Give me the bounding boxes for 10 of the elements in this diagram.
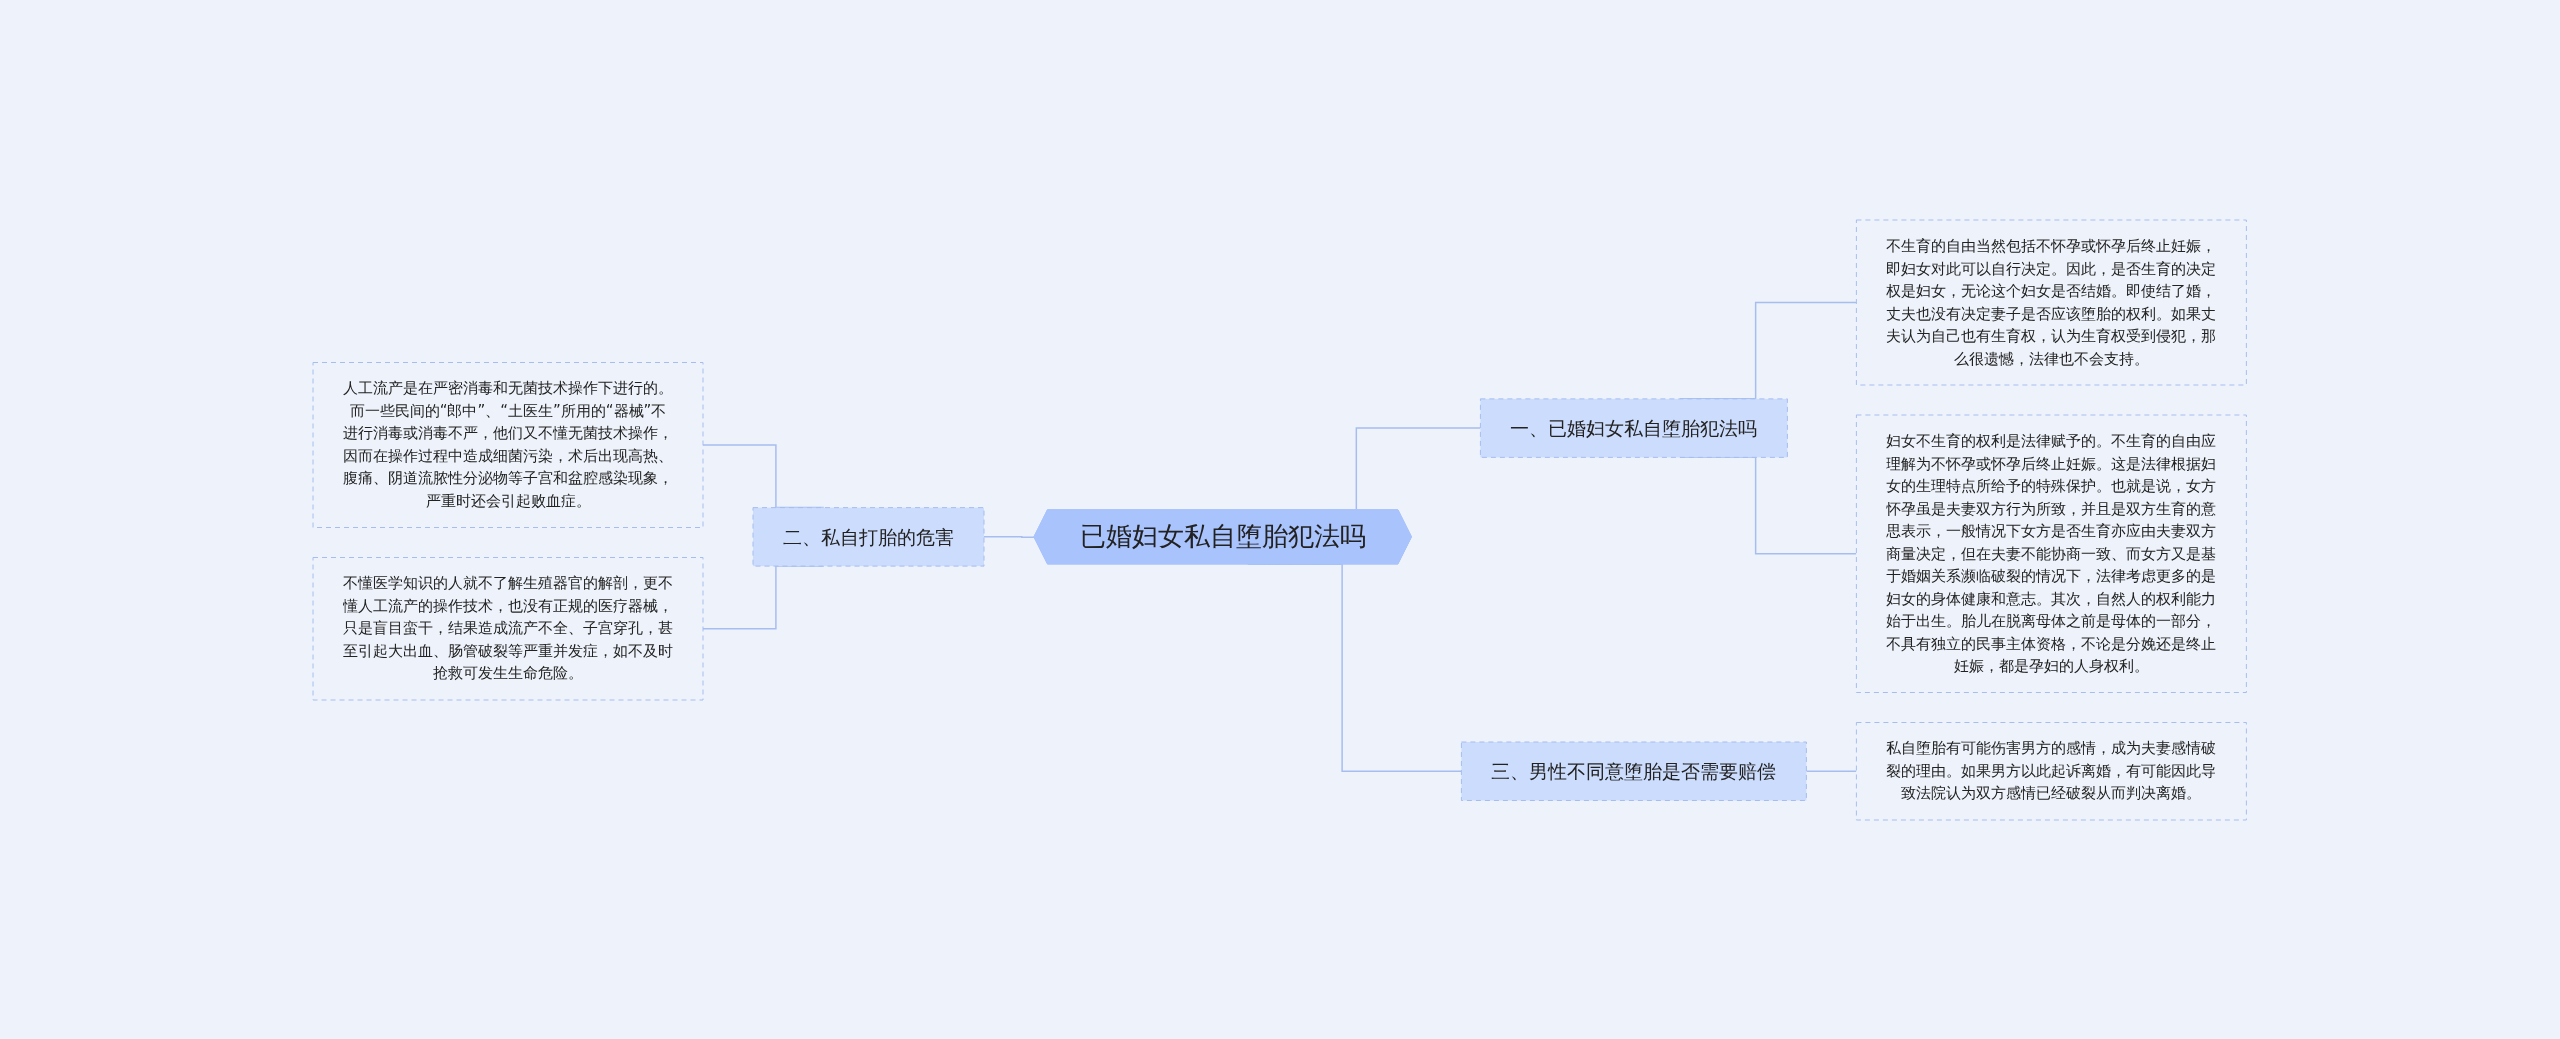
node-box: 不生育的自由当然包括不怀孕或怀孕后终止妊娠，即妇女对此可以自行决定。因此，是否生育的决定权是妇女，无论这个妇女是否结婚。即使结了婚，丈夫也没有决定妻子是否应该堕胎的权利。如果丈夫认为自己也有生育权，认为生育权受到侵犯，那么很遗憾，法律也不会支持。 [1856,219,2248,385]
connector [983,535,1036,538]
node-box: 二、私自打胎的危害 [752,506,985,567]
connector [1805,770,1858,772]
node-box: 人工流产是在严密消毒和无菌技术操作下进行的。而一些民间的“郎中”、“土医生”所用的“器械”不进行消毒或消毒不严，他们又不懂无菌技术操作，因而在操作过程中造成细菌污染，术后出现高热、腹痛、阴道流脓性分泌物等子宫和盆腔感染现象，严重时还会引起败血症。 [312,361,704,528]
node-box: 三、男性不同意堕胎是否需要赔偿 [1461,741,1808,801]
node-box: 私自堕胎有可能伤害男方的感情，成为夫妻感情破裂的理由。如果男方以此起诉离婚，有可能因此导致法院认为双方感情已经破裂从而判决离婚。 [1856,721,2248,820]
node-box: 一、已婚妇女私自堕胎犯法吗 [1480,397,1789,458]
node-box: 不懂医学知识的人就不了解生殖器官的解剖，更不懂人工流产的操作技术，也没有正规的医疗器械，只是盲目蛮干，结果造成流产不全、子宫穿孔，甚至引起大出血、肠管破裂等严重并发症，如不及时抢救可发生生命危险。 [312,556,704,700]
node-box: 妇女不生育的权利是法律赋予的。不生育的自由应理解为不怀孕或怀孕后终止妊娠。这是法律根据妇女的生理特点所给予的特殊保护。也就是说，女方怀孕虽是夫妻双方行为所致，并且是双方生育的意思表示，一般情况下女方是否生育亦应由夫妻双方商量决定，但在夫妻不能协商一致、而女方又是基于婚姻关系濒临破裂的情况下，法律考虑更多的是妇女的身体健康和意志。其次，自然人的权利能力始于出生。胎儿在脱离母体之前是母体的一部分，不具有独立的民事主体资格，不论是分娩还是终止妊娠，都是孕妇的人身权利。 [1856,414,2248,693]
